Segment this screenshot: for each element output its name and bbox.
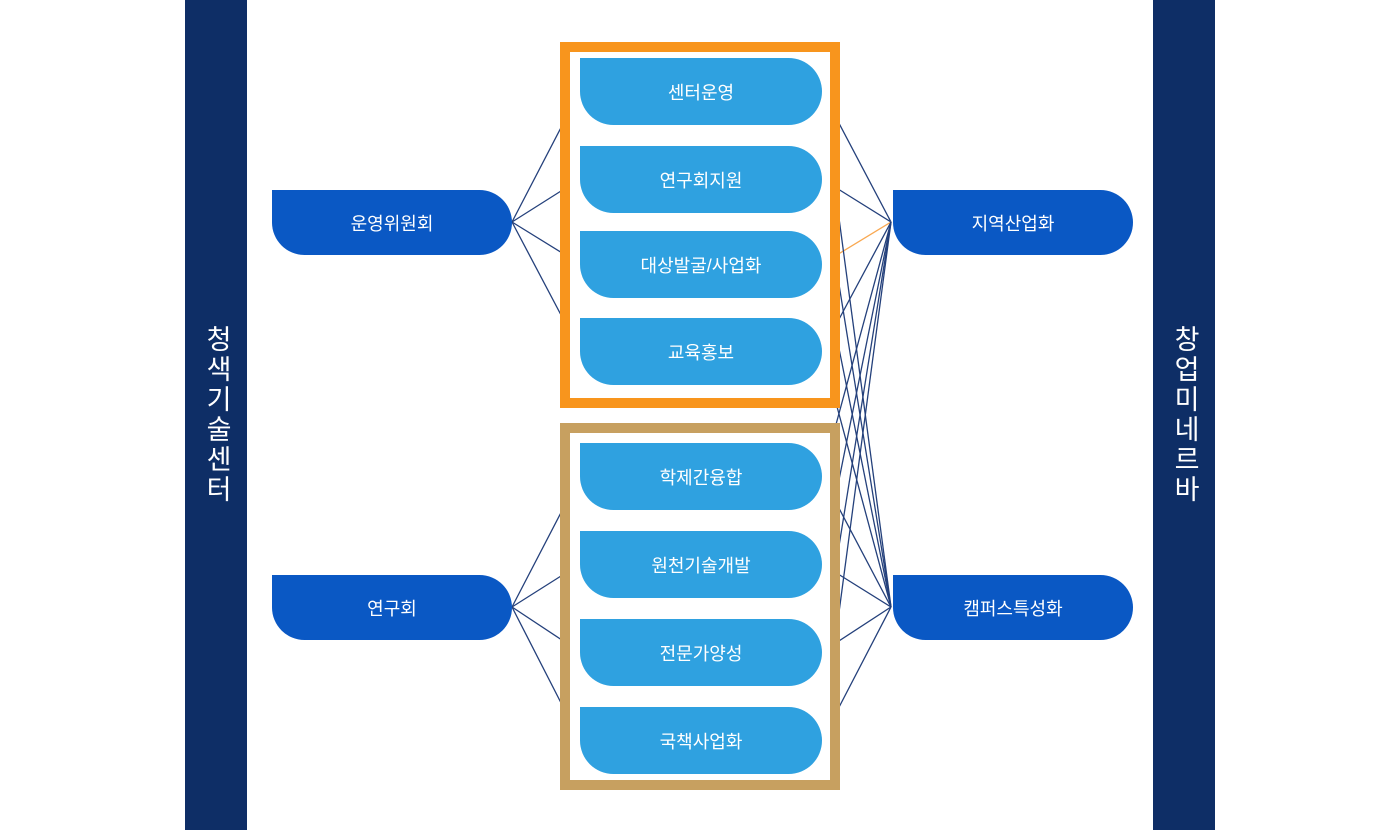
box-target-discovery: 대상발굴/사업화 bbox=[580, 231, 822, 298]
left-title-text: 청색기술센터 bbox=[201, 325, 232, 505]
left-title-bar: 청색기술센터 bbox=[185, 0, 247, 830]
box-core-tech-development: 원천기술개발 bbox=[580, 531, 822, 598]
node-regional-industrialization: 지역산업화 bbox=[893, 190, 1133, 255]
node-operating-committee: 운영위원회 bbox=[272, 190, 512, 255]
box-research-support: 연구회지원 bbox=[580, 146, 822, 213]
box-expert-training: 전문가양성 bbox=[580, 619, 822, 686]
node-campus-specialization: 캠퍼스특성화 bbox=[893, 575, 1133, 640]
box-education-promotion: 교육홍보 bbox=[580, 318, 822, 385]
right-title-bar: 창업미네르바 bbox=[1153, 0, 1215, 830]
box-national-project: 국책사업화 bbox=[580, 707, 822, 774]
box-center-operation: 센터운영 bbox=[580, 58, 822, 125]
right-title-text: 창업미네르바 bbox=[1169, 325, 1200, 505]
box-interdisciplinary-fusion: 학제간융합 bbox=[580, 443, 822, 510]
node-research-society: 연구회 bbox=[272, 575, 512, 640]
